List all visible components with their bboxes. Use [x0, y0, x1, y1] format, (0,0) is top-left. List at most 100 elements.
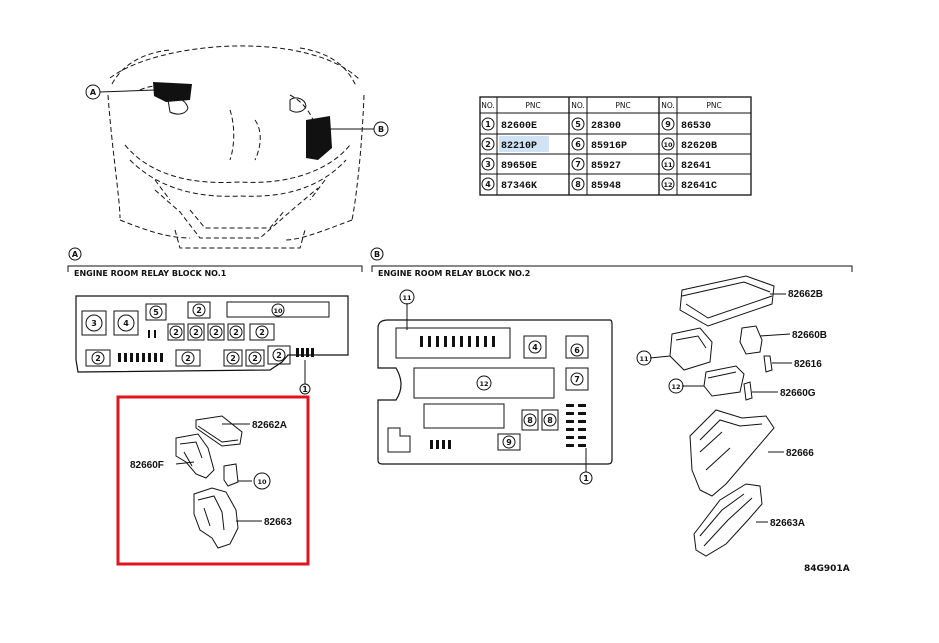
connector-pin — [142, 353, 145, 362]
part-number-label: 82662B — [788, 289, 823, 300]
car-outline — [107, 45, 365, 249]
part-number-label: 11 — [639, 355, 649, 363]
connector-pin — [566, 444, 574, 447]
fuse-number-circle — [255, 325, 269, 339]
fuse-number-circle — [248, 351, 262, 365]
connector-pin — [136, 353, 139, 362]
connector-pin — [566, 412, 574, 415]
connector-pin — [578, 404, 586, 407]
part-number-label: 82663A — [770, 518, 805, 529]
fuse-number: 11 — [402, 294, 412, 302]
table-pnc: 85948 — [591, 181, 621, 192]
fuse-number: 8 — [527, 416, 533, 425]
connector-pin — [578, 444, 586, 447]
connector-pin — [452, 336, 455, 347]
table-header: PNC — [706, 101, 721, 110]
fuse-number: 2 — [185, 354, 191, 363]
connector-pin — [130, 353, 133, 362]
table-number: 3 — [485, 160, 491, 169]
fuse-number-circle — [226, 351, 240, 365]
callout-b-label: B — [378, 125, 384, 134]
table-number: 11 — [663, 161, 673, 169]
callout-b: B — [330, 121, 389, 137]
connector-pin — [460, 336, 463, 347]
fuse-number-circle — [476, 375, 492, 391]
part-number-label: 82660F — [130, 460, 164, 471]
connector-pin — [311, 348, 314, 357]
fuse-number-circle — [85, 314, 103, 332]
fuse-number: 5 — [153, 308, 159, 317]
table-pnc: 86530 — [681, 121, 711, 132]
fuse-number-circle — [149, 305, 163, 319]
fuse-number: 2 — [173, 328, 179, 337]
connector-pin — [148, 330, 150, 338]
fuse-number: 1 — [583, 474, 589, 483]
parts-group-a — [175, 415, 271, 549]
connector-pin — [118, 353, 121, 362]
fuse-number-circle — [189, 325, 203, 339]
fuse-number: 7 — [574, 375, 580, 384]
table-pnc: 85916P — [591, 141, 627, 152]
table-pnc: 28300 — [591, 121, 621, 132]
fuse-number: 2 — [193, 328, 199, 337]
fuse-number-circle — [117, 314, 135, 332]
table-header: NO. — [571, 101, 585, 110]
table-number: 6 — [575, 140, 581, 149]
fuse-number-circle — [272, 348, 286, 362]
table-header: NO. — [481, 101, 495, 110]
fuse-number-circle — [523, 413, 537, 427]
table-number: 2 — [485, 140, 491, 149]
table-pnc: 85927 — [591, 161, 621, 172]
fuse-number: 2 — [196, 306, 202, 315]
connector-pin — [436, 440, 439, 449]
connector-pin — [578, 420, 586, 423]
table-number: 12 — [663, 181, 672, 189]
table-header: PNC — [615, 101, 630, 110]
section-a-tag: A — [72, 250, 79, 259]
parts-group-b — [636, 275, 792, 557]
table-number-circle — [571, 137, 585, 151]
table-pnc: 82641 — [681, 161, 711, 172]
connector-pin — [430, 440, 433, 449]
part-number-label: 82660G — [780, 388, 816, 399]
part-number-label: 82666 — [786, 448, 814, 459]
fuse-number: 4 — [532, 343, 538, 352]
fuse-number-circle — [192, 303, 206, 317]
fuse-number-circle — [528, 340, 542, 354]
fuse-number-circle — [229, 325, 243, 339]
connector-pin — [154, 353, 157, 362]
table-pnc: 82641C — [681, 181, 717, 192]
fuse-number: 3 — [91, 319, 97, 328]
fuse-number: 2 — [252, 354, 258, 363]
callout-a: A — [85, 84, 156, 100]
table-number-circle — [661, 157, 675, 171]
connector-pin — [160, 353, 163, 362]
connector-pin — [566, 404, 574, 407]
connector-pin — [566, 420, 574, 423]
connector-pin — [578, 412, 586, 415]
table-pnc: 87346K — [501, 181, 537, 192]
fuse-number: 4 — [123, 319, 129, 328]
highlight-box — [116, 395, 310, 566]
fuse-number: 12 — [479, 380, 488, 388]
table-pnc: 82620B — [681, 141, 717, 152]
connector-pin — [428, 336, 431, 347]
table-number: 8 — [575, 180, 581, 189]
table-number: 9 — [665, 120, 671, 129]
fuse-number-circle — [169, 325, 183, 339]
fuse-number-circle — [570, 343, 584, 357]
fuse-number-circle — [271, 303, 285, 317]
table-number-circle — [571, 117, 585, 131]
connector-pin — [296, 348, 299, 357]
fuse-number-circle — [209, 325, 223, 339]
table-number-circle — [661, 117, 675, 131]
connector-pin — [476, 336, 479, 347]
table-number: 7 — [575, 160, 581, 169]
fuse-number: 10 — [273, 307, 283, 315]
table-pnc: 89650E — [501, 161, 537, 172]
section-a-title: ENGINE ROOM RELAY BLOCK NO.1 — [74, 269, 227, 278]
connector-pin — [154, 330, 156, 338]
